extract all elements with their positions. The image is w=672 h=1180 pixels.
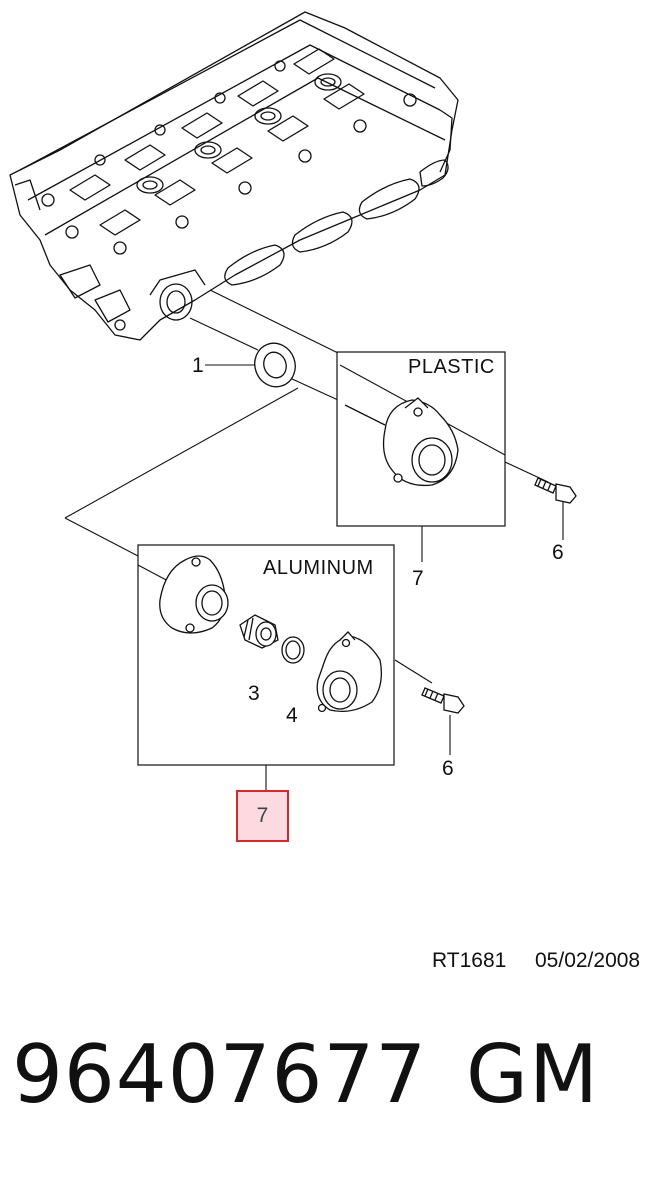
callout-4: 4 <box>286 704 298 727</box>
callout-7-aluminum: 7 <box>256 804 269 827</box>
part-number: 96407677 <box>12 1028 428 1121</box>
highlighted-part-callout[interactable]: 7 <box>236 790 289 842</box>
reference-code: RT1681 <box>432 949 507 972</box>
callout-1: 1 <box>192 354 204 377</box>
callout-7-plastic: 7 <box>412 567 424 590</box>
reference-date: 05/02/2008 <box>535 949 641 972</box>
plastic-box-title: PLASTIC <box>408 356 495 378</box>
thermostat-part-3 <box>239 614 279 649</box>
brand-name: GM <box>466 1028 600 1121</box>
callout-3: 3 <box>248 682 260 705</box>
gasket-part-1 <box>254 342 296 388</box>
bolt-part-6-upper <box>534 477 577 504</box>
callout-6-lower: 6 <box>442 757 454 780</box>
seal-part-4 <box>281 636 305 664</box>
bolt-part-6-lower <box>421 687 465 714</box>
aluminum-housing-flange <box>159 555 229 634</box>
cylinder-head-illustration <box>9 11 459 341</box>
callout-6-upper: 6 <box>552 541 564 564</box>
aluminum-box-title: ALUMINUM <box>263 557 374 579</box>
aluminum-outlet-housing <box>316 631 383 713</box>
plastic-thermostat-housing <box>344 397 459 487</box>
